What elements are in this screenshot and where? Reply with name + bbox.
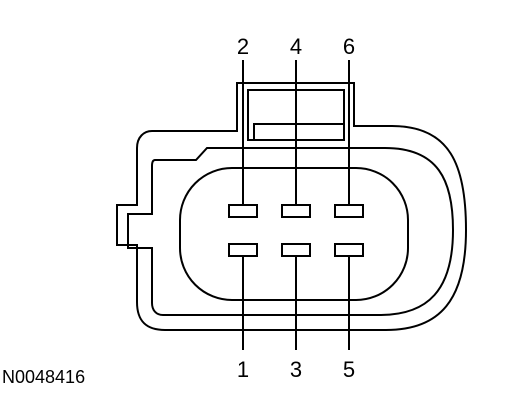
pin-label-4: 4	[290, 34, 302, 59]
terminal-pin-6	[334, 204, 364, 218]
terminal-pin-5	[334, 243, 364, 257]
terminal-pin-2	[228, 204, 258, 218]
connector-housing-outer	[116, 82, 468, 331]
figure-reference-code: N0048416	[2, 367, 85, 387]
latch-tab-slot	[253, 123, 345, 141]
pin-label-3: 3	[290, 357, 302, 382]
pin-label-2: 2	[237, 34, 249, 59]
terminal-pin-3	[281, 243, 311, 257]
terminal-cavity	[179, 167, 409, 301]
terminal-pin-4	[281, 204, 311, 218]
terminal-pin-1	[228, 243, 258, 257]
pin-label-6: 6	[343, 34, 355, 59]
pin-label-5: 5	[343, 357, 355, 382]
pin-label-1: 1	[237, 357, 249, 382]
connector-housing-inner	[127, 147, 455, 316]
